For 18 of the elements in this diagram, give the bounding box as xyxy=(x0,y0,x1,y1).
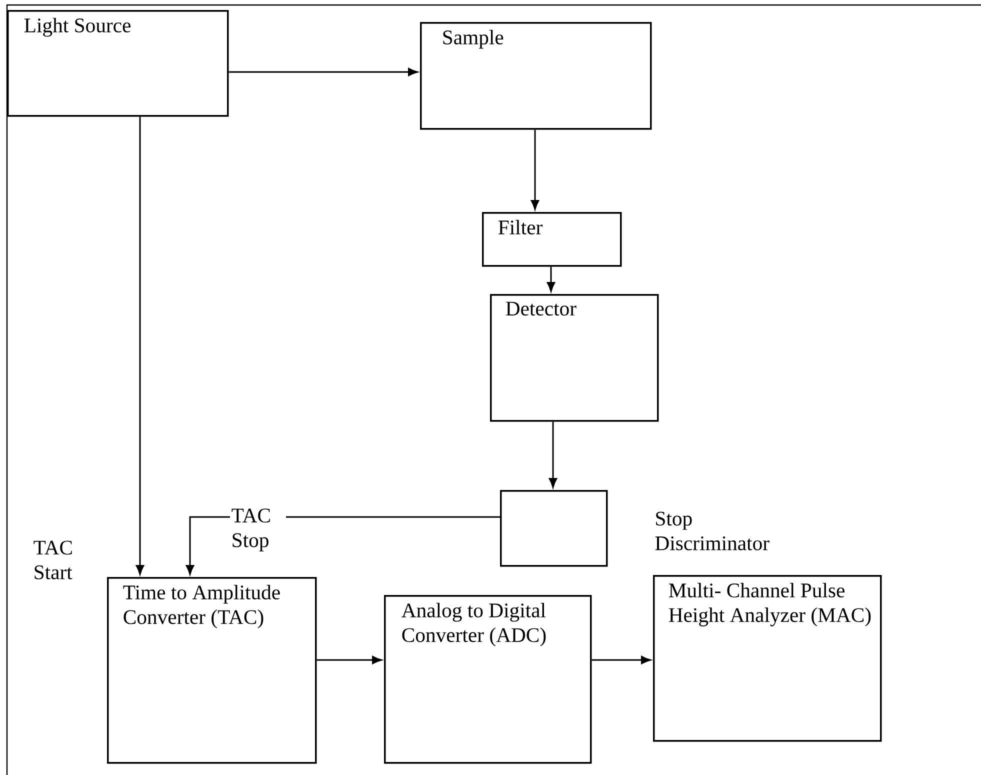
arrow xyxy=(136,116,144,575)
process-box: Multi- Channel Pulse Height Analyzer (MAC) xyxy=(653,575,882,742)
arrow xyxy=(546,266,556,292)
process-box: Light Source xyxy=(7,10,229,117)
process-box: Detector xyxy=(490,294,659,422)
empty-box xyxy=(500,490,608,567)
arrow xyxy=(530,130,540,210)
process-box: Filter xyxy=(482,212,622,267)
edge-label: TAC Stop xyxy=(232,508,270,552)
process-box: Sample xyxy=(420,22,652,130)
arrow xyxy=(316,656,382,664)
arrow xyxy=(592,656,651,664)
side-label: Stop Discriminator xyxy=(655,512,770,550)
arrow xyxy=(548,422,558,488)
process-box: Time to Amplitude Converter (TAC) xyxy=(107,577,317,764)
edge-label: TAC Start xyxy=(34,540,72,580)
process-box: Analog to Digital Converter (ADC) xyxy=(384,595,592,764)
arrow xyxy=(228,68,418,76)
